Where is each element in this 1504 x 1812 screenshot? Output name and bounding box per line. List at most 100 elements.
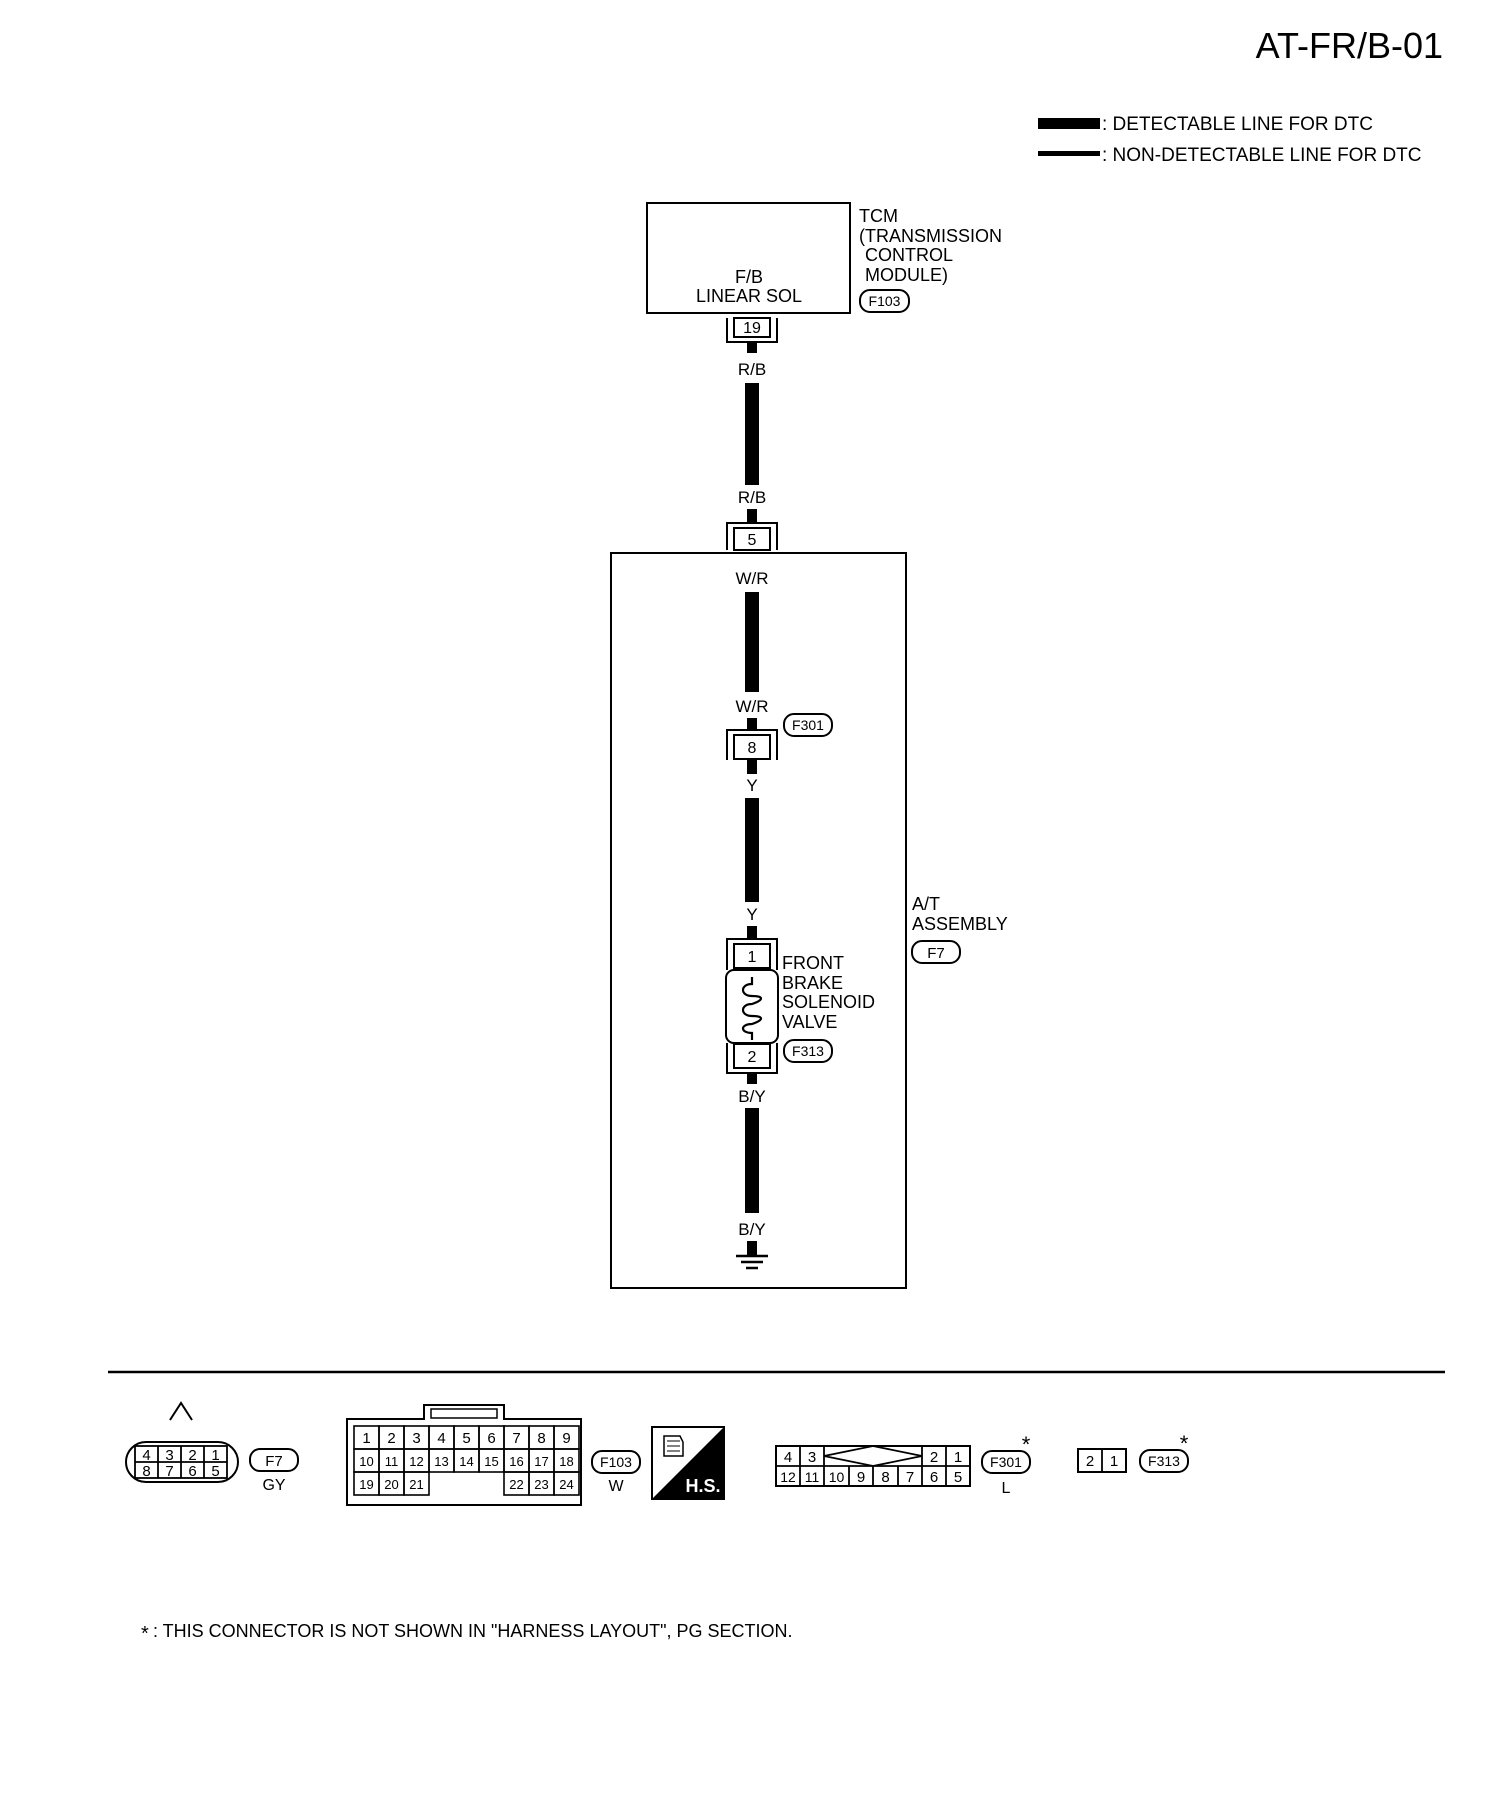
f301-pin: 3 xyxy=(808,1449,816,1466)
f103-latch xyxy=(430,1408,498,1419)
solenoid-label-line-3: SOLENOID xyxy=(782,992,875,1012)
wire-thick-line xyxy=(745,383,759,485)
solenoid-bottom-pin-number: 2 xyxy=(748,1049,757,1066)
f103-pin: 21 xyxy=(409,1477,423,1492)
harness-pin-box xyxy=(733,527,771,551)
footnote-star: * xyxy=(141,1623,149,1645)
f103-pin: 22 xyxy=(509,1477,523,1492)
wire-color-label: B/Y xyxy=(738,1220,765,1239)
f7-id: F7 xyxy=(265,1453,283,1470)
f103-pin: 1 xyxy=(362,1430,370,1447)
f313-star: * xyxy=(1180,1431,1189,1456)
f7-pin: 6 xyxy=(188,1463,196,1480)
f103-pin: 4 xyxy=(437,1430,445,1447)
wire-color-label: R/B xyxy=(738,488,766,507)
tcm-label-line-3: CONTROL xyxy=(865,245,953,265)
f103-pin: 6 xyxy=(487,1430,495,1447)
f103-pin: 24 xyxy=(559,1477,573,1492)
f7-pin: 8 xyxy=(142,1463,150,1480)
legend-non-detectable-swatch xyxy=(1038,151,1100,156)
harness-connector-pin-5: 5 xyxy=(726,522,778,551)
wire-color-label: B/Y xyxy=(738,1087,765,1106)
wire-thick-line xyxy=(745,798,759,902)
wire-stub xyxy=(747,1241,757,1256)
f301-pin: 12 xyxy=(780,1469,796,1485)
ground-icon xyxy=(736,1254,768,1270)
wire-stub xyxy=(747,718,757,730)
solenoid-label-line-1: FRONT xyxy=(782,953,844,973)
tcm-module: F/B LINEAR SOL TCM (TRANSMISSION CONTROL… xyxy=(646,202,1002,343)
f7-color: GY xyxy=(262,1477,285,1494)
wire-segment-y: Y Y xyxy=(745,760,759,939)
wire-color-label: Y xyxy=(746,905,757,924)
f313-id: F313 xyxy=(1148,1453,1180,1469)
tcm-internal-line-2: LINEAR SOL xyxy=(696,286,802,306)
page-title: AT-FR/B-01 xyxy=(1256,25,1443,66)
wire-stub xyxy=(747,342,757,353)
wire-thick-line xyxy=(745,1108,759,1213)
f301-inline-connector: 8 F301 xyxy=(726,713,833,760)
f103-pin: 14 xyxy=(459,1454,473,1469)
f301-pin-number: 8 xyxy=(748,740,757,757)
at-assembly-label-line-2: ASSEMBLY xyxy=(912,914,1008,934)
f103-pin: 8 xyxy=(537,1430,545,1447)
front-brake-solenoid-valve: 1 2 FRONT BRAKE SOLENOID VALVE F313 xyxy=(725,938,875,1074)
solenoid-connector-badge xyxy=(783,1039,833,1063)
wire-thick-line xyxy=(745,592,759,692)
f301-star: * xyxy=(1022,1432,1031,1457)
solenoid-top-pin-number: 1 xyxy=(748,949,757,966)
tcm-box xyxy=(646,202,851,314)
wire-segment-by: B/Y B/Y xyxy=(738,1073,766,1256)
f7-pin: 1 xyxy=(211,1447,219,1464)
f103-pin: 11 xyxy=(385,1454,399,1469)
f103-pin: 16 xyxy=(509,1454,523,1469)
f301-pin: 7 xyxy=(906,1469,914,1486)
f301-pin: 1 xyxy=(954,1449,962,1466)
f103-housing xyxy=(346,1404,582,1506)
wire-segment-wr: W/R W/R xyxy=(735,569,769,730)
wire-color-label: W/R xyxy=(735,697,768,716)
at-assembly-connector-badge xyxy=(911,940,961,964)
f301-pin: 6 xyxy=(930,1469,938,1486)
solenoid-label-line-2: BRAKE xyxy=(782,973,843,993)
f103-pin: 17 xyxy=(534,1454,548,1469)
f7-pin: 7 xyxy=(165,1463,173,1480)
wire-stub xyxy=(747,509,757,523)
legend-detectable-swatch xyxy=(1038,118,1100,129)
f301-pin: 2 xyxy=(930,1449,938,1466)
at-assembly-connector-id: F7 xyxy=(927,945,945,962)
f103-pin: 2 xyxy=(387,1430,395,1447)
f103-pin: 20 xyxy=(384,1477,398,1492)
solenoid-label-line-4: VALVE xyxy=(782,1012,837,1032)
tcm-pin-box xyxy=(733,317,771,338)
f301-pin-box xyxy=(733,734,771,760)
solenoid-top-bracket xyxy=(726,938,778,970)
f301-id: F301 xyxy=(990,1454,1022,1470)
wire-stub xyxy=(747,926,757,939)
tcm-pin-number: 19 xyxy=(743,320,761,337)
f7-pin: 3 xyxy=(165,1447,173,1464)
f103-pin: 15 xyxy=(484,1454,498,1469)
coil-icon xyxy=(741,977,763,1040)
hs-terminal-icon: H.S. xyxy=(651,1426,725,1500)
tcm-label-line-2: (TRANSMISSION xyxy=(859,226,1002,246)
f103-pin: 18 xyxy=(559,1454,573,1469)
wire-stub xyxy=(747,1073,757,1084)
f103-pin: 13 xyxy=(434,1454,448,1469)
legend-non-detectable-text: : NON-DETECTABLE LINE FOR DTC xyxy=(1102,145,1422,166)
harness-pin-number: 5 xyxy=(748,532,757,549)
solenoid-top-pin-box xyxy=(733,943,771,969)
f7-pin: 4 xyxy=(142,1447,150,1464)
tcm-label-line-4: MODULE) xyxy=(865,265,948,285)
f103-pin: 10 xyxy=(359,1454,373,1469)
f103-pin: 3 xyxy=(412,1430,420,1447)
f301-pin: 11 xyxy=(805,1469,820,1485)
f7-housing xyxy=(125,1441,239,1483)
wire-stub xyxy=(747,760,757,774)
tcm-connector-id: F103 xyxy=(869,293,901,309)
f301-pin: 4 xyxy=(784,1449,792,1466)
wire-segment-rb: R/B R/B xyxy=(738,342,766,523)
at-assembly-box xyxy=(610,552,907,1289)
at-assembly-label-line-1: A/T xyxy=(912,894,940,914)
